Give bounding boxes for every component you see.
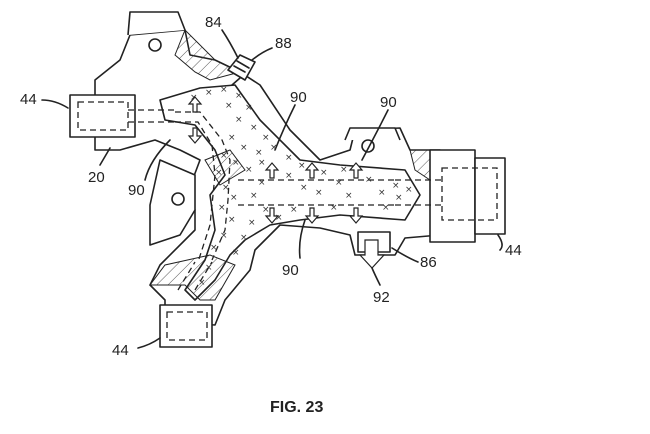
fill-mark: ×: [198, 278, 206, 288]
label-88: 88: [275, 35, 292, 52]
fill-mark: ×: [392, 181, 400, 191]
label-44-left: 44: [20, 91, 37, 108]
fill-mark: ×: [245, 165, 253, 175]
label-44-bottom: 44: [112, 342, 129, 359]
fill-mark: ×: [300, 183, 308, 193]
fill-mark: ×: [405, 185, 413, 195]
fill-mark: ×: [250, 191, 258, 201]
fill-mark: ×: [315, 188, 323, 198]
fill-mark: ×: [340, 165, 348, 175]
fill-mark: ×: [210, 243, 218, 253]
reference-labels: 84 88 44 20 90 90 90 90 86 92 44 44: [20, 14, 522, 359]
nozzle: [227, 54, 256, 86]
figure-caption: FIG. 23: [270, 399, 323, 416]
label-84: 84: [205, 14, 222, 31]
fill-mark: ×: [320, 168, 328, 178]
fill-mark: ×: [345, 191, 353, 201]
fill-mark: ×: [230, 193, 238, 203]
fill-mark: ×: [255, 148, 263, 158]
port-right: [395, 149, 506, 243]
fill-mark: ×: [258, 178, 266, 188]
label-92: 92: [373, 289, 390, 306]
fill-mark: ×: [228, 215, 236, 225]
fill-mark: ×: [240, 143, 248, 153]
fill-mark: ×: [298, 161, 306, 171]
port-left: [69, 94, 175, 138]
fill-mark: ×: [285, 153, 293, 163]
fill-mark: ×: [215, 168, 223, 178]
fill-mark: ×: [275, 213, 283, 223]
outlet: [357, 231, 391, 269]
flow-arrows: [187, 96, 364, 224]
fill-mark: ×: [250, 123, 258, 133]
fill-mark: ×: [270, 143, 278, 153]
fill-mark: ×: [258, 158, 266, 168]
leader-lines: [41, 29, 503, 349]
fill-mark: ×: [235, 115, 243, 125]
fill-mark: ×: [220, 151, 228, 161]
fill-mark: ×: [220, 85, 228, 95]
fill-mark: ×: [220, 231, 228, 241]
fill-mark: ×: [335, 178, 343, 188]
fill-mark: ×: [285, 171, 293, 181]
label-90-right: 90: [380, 94, 397, 111]
fill-mark: ×: [232, 248, 240, 258]
fill-mark: ×: [382, 203, 390, 213]
label-90-top: 90: [290, 89, 307, 106]
fill-mark: ×: [222, 183, 230, 193]
fill-mark: ×: [290, 205, 298, 215]
fill-mark: ×: [378, 188, 386, 198]
fill-mark: ×: [245, 103, 253, 113]
fill-mark: ×: [218, 203, 226, 213]
fill-mark: ×: [240, 233, 248, 243]
fill-mark: ×: [262, 133, 270, 143]
fill-mark: ×: [395, 193, 403, 203]
fill-mark: ×: [248, 218, 256, 228]
label-44-right: 44: [505, 242, 522, 259]
label-90-bottom: 90: [282, 262, 299, 279]
fill-mark: ×: [205, 88, 213, 98]
fill-mark: ×: [232, 158, 240, 168]
fill-mark: ×: [235, 91, 243, 101]
fill-mark: ×: [228, 133, 236, 143]
fill-mark: ×: [330, 203, 338, 213]
port-bottom: [159, 261, 213, 348]
label-20: 20: [88, 169, 105, 186]
fill-mark: ×: [262, 205, 270, 215]
fill-mark: ×: [225, 101, 233, 111]
label-86: 86: [420, 254, 437, 271]
channel-dashes: [175, 111, 395, 263]
label-90-left: 90: [128, 182, 145, 199]
